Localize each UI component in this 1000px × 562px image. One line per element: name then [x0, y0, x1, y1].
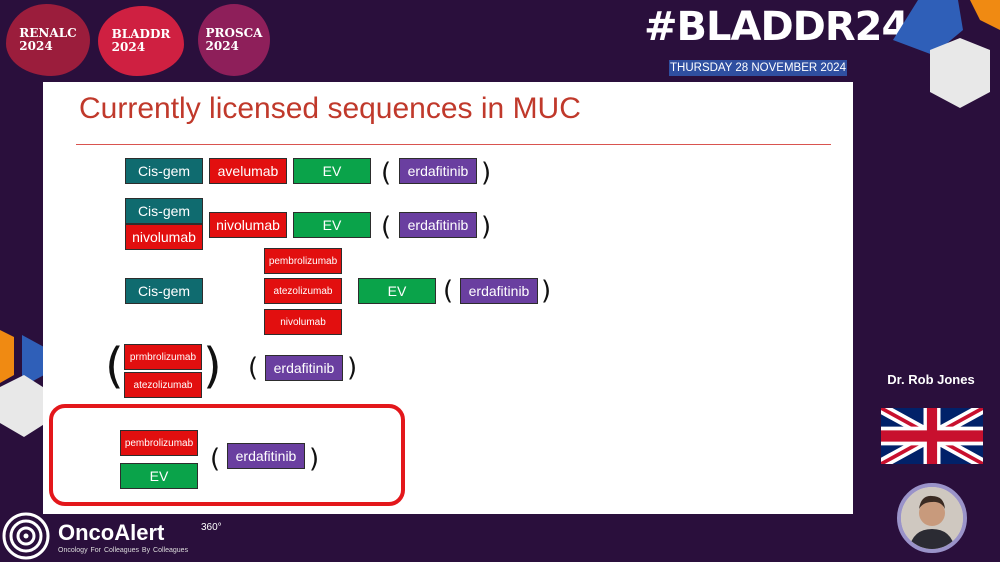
ev-box: EV [120, 463, 198, 489]
erdafitinib-box: erdafitinib [399, 212, 477, 238]
logo-superscript: 360° [201, 522, 222, 533]
highlight-frame [49, 404, 405, 506]
ev-box: EV [293, 212, 371, 238]
atezolizumab-box: atezolizumab [264, 278, 342, 304]
pembrolizumab-box: pembrolizumab [264, 248, 342, 274]
paren-open: ( [443, 276, 454, 306]
speaker-avatar [897, 483, 967, 553]
paren-close: ) [481, 158, 492, 188]
cis-gem-box: Cis-gem [125, 198, 203, 224]
event-hashtag: #BLADDR24 [644, 4, 909, 50]
erdafitinib-box: erdafitinib [227, 443, 305, 469]
avelumab-box: avelumab [209, 158, 287, 184]
hexagon-decoration-icon [0, 330, 46, 437]
speaker-name: Dr. Rob Jones [887, 372, 975, 387]
event-date: THURSDAY 28 NOVEMBER 2024 [669, 60, 847, 76]
badge-line1: BLADDR [111, 27, 171, 41]
ev-box: EV [293, 158, 371, 184]
person-icon [901, 487, 963, 549]
prmbrolizumab-box: prmbrolizumab [124, 344, 202, 370]
paren-open: ( [210, 444, 221, 474]
badge-line2: 2024 [19, 39, 53, 53]
cis-gem-box: Cis-gem [125, 158, 203, 184]
hexagon-decoration-icon [893, 0, 1000, 108]
paren-close: ) [203, 338, 222, 394]
oncoalert-logo-icon [2, 512, 50, 560]
paren-close: ) [481, 212, 492, 242]
paren-close: ) [541, 276, 552, 306]
badge-line1: RENALC [19, 26, 77, 40]
logo-tagline: Oncology For Colleagues By Colleagues [58, 547, 189, 554]
nivolumab-box: nivolumab [125, 224, 203, 250]
paren-open: ( [381, 158, 392, 188]
erdafitinib-box: erdafitinib [399, 158, 477, 184]
atezolizumab-box: atezolizumab [124, 372, 202, 398]
paren-open: ( [381, 212, 392, 242]
nivolumab-box: nivolumab [264, 309, 342, 335]
paren-open: ( [105, 338, 124, 394]
paren-close: ) [347, 353, 358, 383]
nivolumab-box: nivolumab [209, 212, 287, 238]
pembrolizumab-box: pembrolizumab [120, 430, 198, 456]
logo-name: OncoAlert [58, 520, 165, 545]
slide-panel: Currently licensed sequences in MUC Cis-… [43, 82, 853, 514]
cis-gem-box: Cis-gem [125, 278, 203, 304]
paren-close: ) [309, 444, 320, 474]
ev-box: EV [358, 278, 436, 304]
badge-line1: PROSCA [205, 26, 263, 40]
uk-flag-icon [881, 408, 983, 464]
erdafitinib-box: erdafitinib [265, 355, 343, 381]
erdafitinib-box: erdafitinib [460, 278, 538, 304]
paren-open: ( [248, 353, 259, 383]
title-divider [76, 144, 831, 145]
badge-line2: 2024 [111, 40, 146, 54]
badge-line2: 2024 [205, 39, 239, 53]
slide-title: Currently licensed sequences in MUC [79, 92, 581, 125]
